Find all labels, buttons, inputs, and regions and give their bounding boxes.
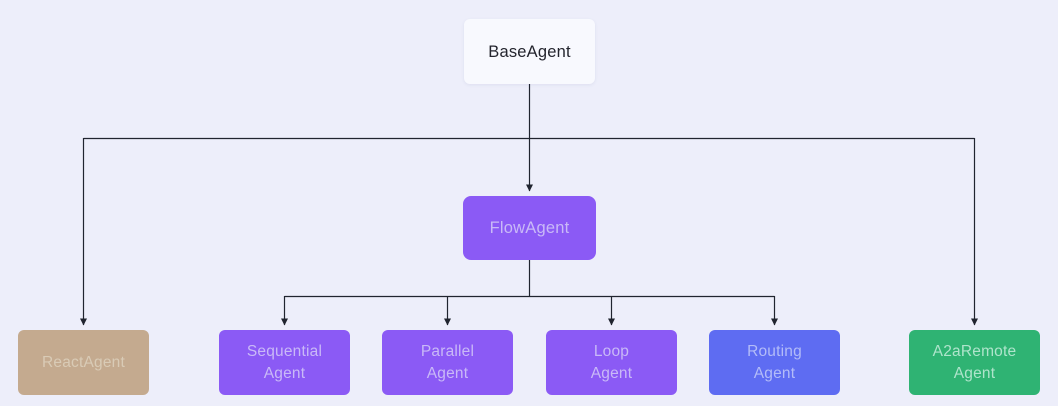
node-loop-agent: Loop Agent	[546, 330, 677, 395]
node-routing-agent: Routing Agent	[709, 330, 840, 395]
node-sequential-agent: Sequential Agent	[219, 330, 350, 395]
node-a2a-remote-agent: A2aRemote Agent	[909, 330, 1040, 395]
node-flow-agent: FlowAgent	[463, 196, 596, 260]
node-base-agent: BaseAgent	[464, 19, 595, 84]
node-parallel-agent: Parallel Agent	[382, 330, 513, 395]
node-react-agent: ReactAgent	[18, 330, 149, 395]
